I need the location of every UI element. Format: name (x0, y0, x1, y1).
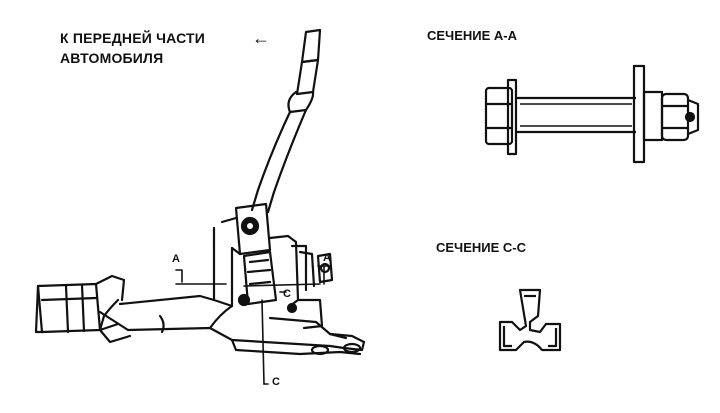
section-c-marker-small: C (283, 288, 291, 300)
rear-bushing (34, 274, 126, 334)
section-aa-bolt (484, 64, 700, 164)
section-cc-clip (498, 288, 562, 352)
section-cc-title: СЕЧЕНИЕ С-С (436, 240, 526, 255)
section-a-marker-right: A (323, 252, 331, 264)
front-direction-label-line2: АВТОМОБИЛЯ (60, 50, 164, 66)
front-direction-arrow-icon: ← (252, 28, 270, 48)
front-direction-label-line1: К ПЕРЕДНЕЙ ЧАСТИ (60, 30, 206, 46)
gear-lever (250, 28, 322, 214)
section-a-marker-left: A (172, 253, 180, 265)
section-c-marker-bottom: C (272, 376, 280, 388)
section-a-cut-line (175, 265, 331, 287)
side-nut (316, 252, 334, 284)
lever-housing (212, 202, 324, 330)
section-aa-title: СЕЧЕНИЕ А-А (427, 28, 517, 43)
section-c-cut-line (261, 291, 287, 385)
